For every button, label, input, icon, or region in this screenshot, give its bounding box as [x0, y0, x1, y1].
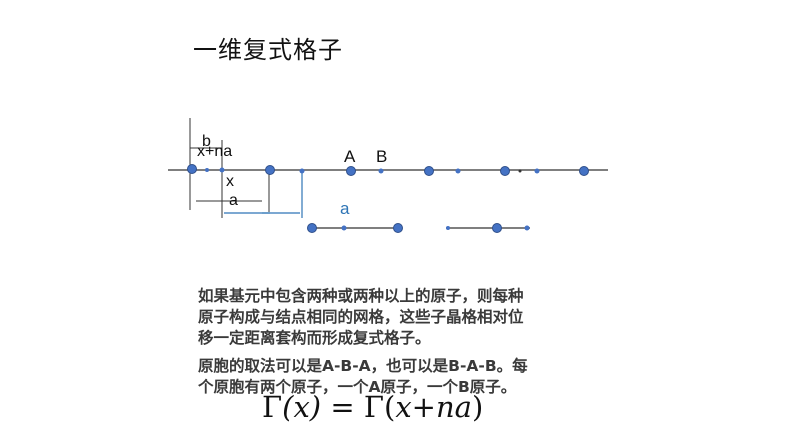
atom-A [579, 166, 589, 176]
paragraph-line: 如果基元中包含两种或两种以上的原子，则每种 [198, 287, 524, 305]
formula-lhs-arg: (x) [282, 390, 322, 424]
atom-A [346, 166, 356, 176]
formula-gamma-lhs: Γ [262, 390, 283, 424]
atom-A [393, 223, 403, 233]
paragraph-line: 原胞的取法可以是A-B-A，也可以是B-A-B。每 [198, 357, 528, 375]
label-a-bottom: a [229, 192, 238, 209]
formula-x: x [395, 390, 412, 424]
atom-B [518, 169, 522, 173]
atom-B [299, 168, 305, 174]
formula-close-paren: ) [471, 390, 484, 424]
periodicity-formula: Γ(x) = Γ(x+na) [262, 390, 483, 424]
atom-B [534, 168, 540, 174]
atom-A [307, 223, 317, 233]
paragraph-primitive-cell: 原胞的取法可以是A-B-A，也可以是B-A-B。每 个原胞有两个原子，一个A原子… [198, 356, 528, 398]
atom-A [265, 165, 275, 175]
formula-plus: + [411, 390, 436, 424]
atom-B [446, 226, 450, 230]
atom-B [524, 225, 530, 231]
atom-A [187, 164, 197, 174]
paragraph-composite-lattice: 如果基元中包含两种或两种以上的原子，则每种 原子构成与结点相同的网格，这些子晶格… [198, 286, 524, 349]
atom-A [500, 166, 510, 176]
label-A: A [344, 147, 356, 166]
formula-equals: = [330, 390, 355, 424]
atom-A [424, 166, 434, 176]
formula-gamma-rhs: Γ [363, 390, 384, 424]
label-b: b [202, 133, 211, 150]
paragraph-line: 个原胞有两个原子，一个A原子，一个B原子。 [198, 378, 517, 396]
atom-B [378, 168, 384, 174]
label-a-shifted: a [340, 199, 350, 218]
label-x-plus-na: x+na [197, 143, 232, 160]
paragraph-line: 原子构成与结点相同的网格，这些子晶格相对位 [198, 308, 524, 326]
slide-title: 一维复式格子 [193, 36, 343, 64]
atom-A [492, 223, 502, 233]
atom-B [219, 167, 225, 173]
atom-B [455, 168, 461, 174]
atom-B [341, 225, 347, 231]
formula-na: na [435, 390, 472, 424]
formula-open-paren: ( [383, 390, 396, 424]
paragraph-line: 移一定距离套构而形成复式格子。 [198, 329, 431, 347]
label-B: B [376, 147, 387, 166]
atom-B [205, 168, 209, 172]
label-x: x [226, 173, 234, 190]
